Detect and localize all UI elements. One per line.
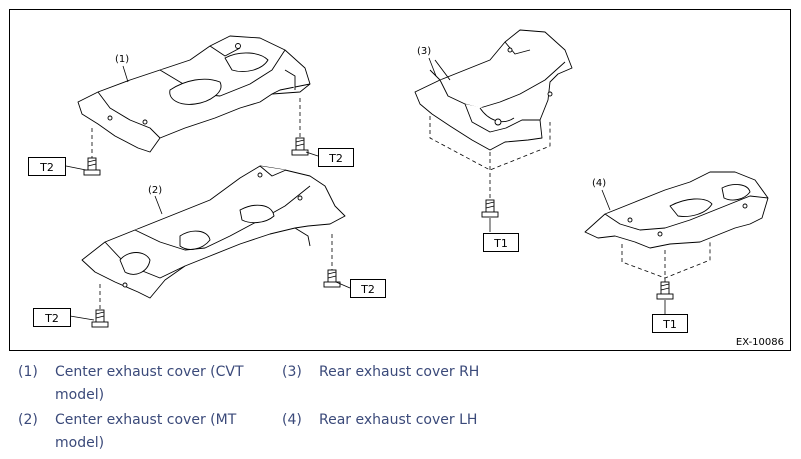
center-cover-cvt-shape xyxy=(77,35,311,153)
torque-callout-t2: T2 xyxy=(350,279,386,298)
torque-callout-t2: T2 xyxy=(33,308,71,327)
legend-number: (4) xyxy=(282,412,302,428)
bolt-icon xyxy=(323,269,341,288)
torque-callout-t2: T2 xyxy=(318,148,354,167)
bolt-icon xyxy=(481,199,499,218)
legend-text: Rear exhaust cover RH xyxy=(319,364,480,380)
legend-text: Rear exhaust cover LH xyxy=(319,412,478,428)
legend-text: Center exhaust cover (MT model) xyxy=(55,412,237,451)
bolt-icon xyxy=(291,137,309,156)
legend-number: (3) xyxy=(282,364,302,380)
torque-callout-t1: T1 xyxy=(483,233,519,252)
bolt-icon xyxy=(91,309,109,328)
rear-cover-lh-shape xyxy=(584,171,769,249)
rear-cover-rh-shape xyxy=(414,29,573,151)
legend-text: Center exhaust cover (CVT model) xyxy=(55,364,244,403)
part-number-4: (4) xyxy=(592,178,607,189)
part-number-1: (1) xyxy=(115,54,130,65)
part-number-2: (2) xyxy=(148,185,163,196)
part-number-3: (3) xyxy=(417,46,432,57)
diagram-drawing xyxy=(65,29,769,328)
legend-number: (2) xyxy=(18,412,38,428)
torque-callout-t2: T2 xyxy=(28,157,66,176)
figure-id: EX-10086 xyxy=(735,337,784,348)
bolt-icon xyxy=(656,281,674,300)
bolt-icon xyxy=(83,157,101,176)
torque-callout-t1: T1 xyxy=(652,314,688,333)
center-cover-mt-shape xyxy=(81,165,346,299)
legend-number: (1) xyxy=(18,364,38,380)
exploded-diagram: (1) (2) (3) (4) T2 T2 T2 T2 T1 T1 EX-100… xyxy=(9,9,791,351)
